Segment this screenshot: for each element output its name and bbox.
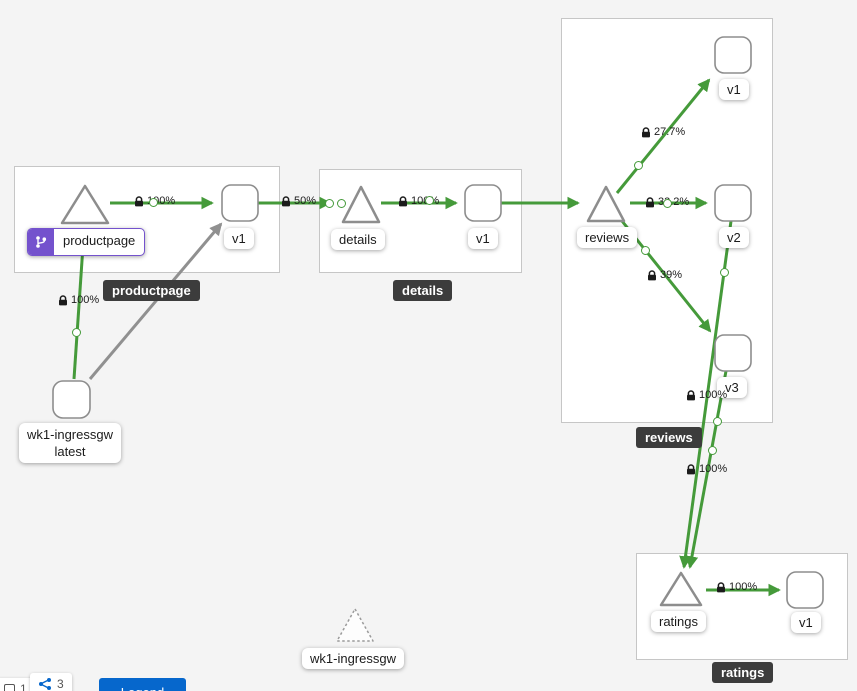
edge-label-reviewsv2-to-ratings: 100% [686, 389, 727, 401]
node-type-icon [4, 683, 15, 691]
lock-icon [282, 195, 290, 206]
node-ratings-v1[interactable] [786, 571, 824, 609]
reviews-v2-label[interactable]: v2 [719, 227, 749, 248]
edge-label-reviewsv3-to-ratings: 100% [686, 463, 727, 475]
traffic-circle [720, 268, 729, 277]
reviews-v1-label[interactable]: v1 [719, 79, 749, 100]
graph-icon [39, 678, 51, 690]
lock-icon [646, 196, 654, 207]
ingress-workload-version: latest [54, 444, 86, 459]
graph-count-badge-left: 1 [0, 678, 35, 691]
legend-button[interactable]: Legend [99, 678, 186, 691]
edge-ingress-to-ppv1[interactable] [88, 222, 223, 380]
edge-label-ratings-to-v1: 100% [716, 581, 757, 593]
reviews-v3-label[interactable]: v3 [717, 377, 747, 398]
traffic-circle [337, 199, 346, 208]
graph-count-badge: 3 [30, 673, 72, 691]
traffic-circle [149, 198, 158, 207]
traffic-circle [634, 161, 643, 170]
ingress-workload-name: wk1-ingressgw [27, 427, 113, 442]
lock-icon [399, 195, 407, 206]
edge-reviewsv3-to-ratings[interactable] [685, 370, 728, 569]
ratings-v1-label[interactable]: v1 [791, 612, 821, 633]
lock-icon [687, 389, 695, 400]
lock-icon [59, 294, 67, 305]
node-details-app[interactable] [341, 185, 381, 224]
lock-icon [717, 581, 725, 592]
traffic-circle [708, 446, 717, 455]
node-ratings-app[interactable] [659, 571, 703, 607]
edge-label-ppv1-to-details: 50% [281, 195, 316, 207]
productpage-app-label[interactable]: productpage [27, 228, 146, 256]
traffic-circle [713, 417, 722, 426]
node-productpage-v1[interactable] [221, 184, 259, 222]
traffic-circle [663, 199, 672, 208]
edge-label-ingress-to-productpage: 100% [58, 294, 99, 306]
ingress-workload-label[interactable]: wk1-ingressgw latest [19, 423, 121, 463]
lock-icon [648, 269, 656, 280]
group-label-ratings: ratings [712, 662, 774, 683]
group-label-reviews: reviews [636, 427, 702, 448]
lock-icon [687, 463, 695, 474]
edge-reviewsv2-to-ratings[interactable] [679, 220, 733, 569]
edge-reviews-to-v1[interactable] [615, 78, 711, 194]
lock-icon [642, 126, 650, 137]
node-ingress-workload[interactable] [52, 380, 91, 419]
virtual-service-icon [28, 229, 54, 255]
node-reviews-app[interactable] [586, 185, 626, 223]
group-label-details: details [393, 280, 453, 301]
node-reviews-v3[interactable] [714, 334, 752, 372]
idle-gateway-label[interactable]: wk1-ingressgw [302, 648, 404, 669]
traffic-circle [72, 328, 81, 337]
group-label-productpage: productpage [103, 280, 200, 301]
productpage-v1-label[interactable]: v1 [224, 228, 254, 249]
productpage-app-label-text: productpage [63, 233, 136, 248]
node-idle-gateway[interactable] [336, 608, 374, 642]
reviews-app-label[interactable]: reviews [577, 227, 638, 248]
ratings-app-label[interactable]: ratings [651, 611, 707, 632]
traffic-circle [325, 199, 334, 208]
details-v1-label[interactable]: v1 [468, 228, 498, 249]
traffic-circle [425, 196, 434, 205]
node-details-v1[interactable] [464, 184, 502, 222]
edge-label-reviews-to-v3: 39% [647, 269, 682, 281]
node-reviews-v1[interactable] [714, 36, 752, 74]
traffic-circle [641, 246, 650, 255]
edge-label-reviews-to-v1: 27.7% [641, 126, 685, 138]
node-productpage-app[interactable] [60, 184, 110, 225]
node-reviews-v2[interactable] [714, 184, 752, 222]
lock-icon [135, 195, 143, 206]
details-app-label[interactable]: details [331, 229, 385, 250]
